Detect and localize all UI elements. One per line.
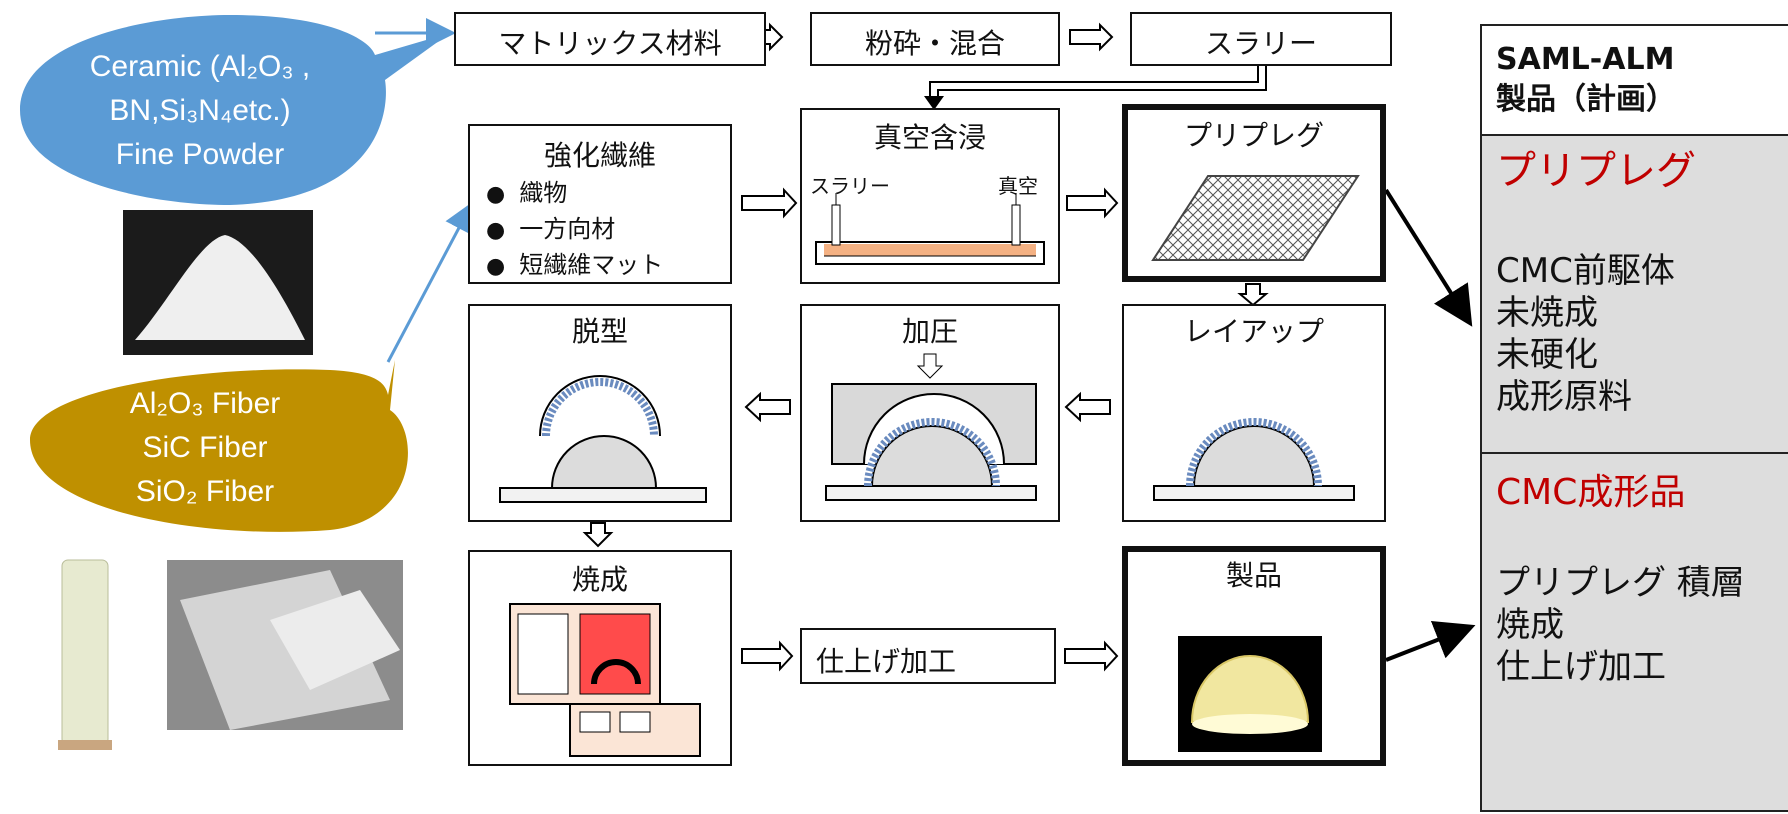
ceramic-line-1: Ceramic (Al₂O₃ , <box>89 50 311 83</box>
finishing-label: 仕上げ加工 <box>816 645 957 678</box>
panel-cmc-lines: プリプレグ 積層 焼成 仕上げ加工 <box>1496 563 1745 687</box>
ceramic-bubble <box>20 15 450 205</box>
demold-title: 脱型 <box>571 315 628 348</box>
vacuum-title: 真空含浸 <box>873 121 986 154</box>
layup-box: レイアップ <box>1122 304 1386 522</box>
panel-cmc-section: CMC成形品 プリプレグ 積層 焼成 仕上げ加工 <box>1482 454 1788 814</box>
reinforcement-item: 短繊維マット <box>486 248 663 284</box>
product-plan-panel: SAML-ALM 製品（計画） プリプレグ CMC前駆体 未焼成 未硬化 成形原… <box>1480 24 1788 812</box>
vacuum-impregnation-box: 真空含浸 スラリー 真空 <box>800 108 1060 284</box>
product-dome-drawing <box>1178 636 1322 752</box>
press-title: 加圧 <box>901 315 958 348</box>
slurry-label: スラリー <box>1204 27 1317 60</box>
panel-header: SAML-ALM 製品（計画） <box>1482 26 1788 136</box>
ceramic-line-2: BN,Si₃N₄etc.) <box>109 94 291 127</box>
fiber-spool-photo <box>61 559 109 746</box>
demold-drawing <box>499 375 707 503</box>
matrix-material-box: マトリックス材料 <box>454 12 766 66</box>
reinforcement-list: 織物 一方向材 短繊維マット <box>486 176 663 284</box>
finishing-box: 仕上げ加工 <box>800 628 1056 684</box>
panel-heading-2: 製品（計画） <box>1496 82 1676 117</box>
reinforcement-box: 強化繊維 織物 一方向材 短繊維マット <box>468 124 732 284</box>
panel-divider <box>1482 452 1788 454</box>
ceramic-bubble-text: Ceramic (Al₂O₃ , BN,Si₃N₄etc.) Fine Powd… <box>30 45 370 177</box>
panel-heading-1: SAML-ALM <box>1496 42 1675 77</box>
product-title: 製品 <box>1225 559 1282 592</box>
fiber-line-2: SiC Fiber <box>142 431 268 464</box>
product-box: 製品 <box>1122 546 1386 766</box>
slurry-box: スラリー <box>1130 12 1392 66</box>
furnace-drawing <box>509 603 701 757</box>
vacuum-slurry-label: スラリー <box>810 174 890 198</box>
reinforcement-item: 一方向材 <box>486 212 663 248</box>
vacuum-vacuum-label: 真空 <box>998 174 1038 198</box>
firing-box: 焼成 <box>468 550 732 766</box>
panel-prepreg-lines: CMC前駆体 未焼成 未硬化 成形原料 <box>1496 251 1675 417</box>
reinforcement-title: 強化繊維 <box>543 139 656 172</box>
matrix-material-label: マトリックス材料 <box>498 27 722 60</box>
fiber-line-3: SiO₂ Fiber <box>135 475 275 508</box>
reinforcement-item: 織物 <box>486 176 663 212</box>
press-box: 加圧 <box>800 304 1060 522</box>
fiber-bubble-text: Al₂O₃ Fiber SiC Fiber SiO₂ Fiber <box>40 382 370 514</box>
ceramic-line-3: Fine Powder <box>115 138 285 171</box>
panel-cmc-title: CMC成形品 <box>1496 472 1686 513</box>
panel-prepreg-title: プリプレグ <box>1496 148 1696 194</box>
panel-prepreg-section: プリプレグ CMC前駆体 未焼成 未硬化 成形原料 <box>1482 134 1788 454</box>
demold-box: 脱型 <box>468 304 732 522</box>
layup-title: レイアップ <box>1183 315 1324 348</box>
grind-mix-label: 粉砕・混合 <box>864 27 1005 60</box>
vacuum-tray-drawing <box>815 193 1045 265</box>
fiber-line-1: Al₂O₃ Fiber <box>129 387 281 420</box>
grind-mix-box: 粉砕・混合 <box>810 12 1060 66</box>
press-drawing <box>825 353 1037 501</box>
prepreg-box: プリプレグ <box>1122 104 1386 282</box>
firing-title: 焼成 <box>571 563 628 596</box>
prepreg-title: プリプレグ <box>1183 119 1324 152</box>
fiber-bubble <box>30 360 408 532</box>
layup-drawing <box>1153 418 1355 501</box>
prepreg-sheet-drawing <box>1151 175 1360 261</box>
